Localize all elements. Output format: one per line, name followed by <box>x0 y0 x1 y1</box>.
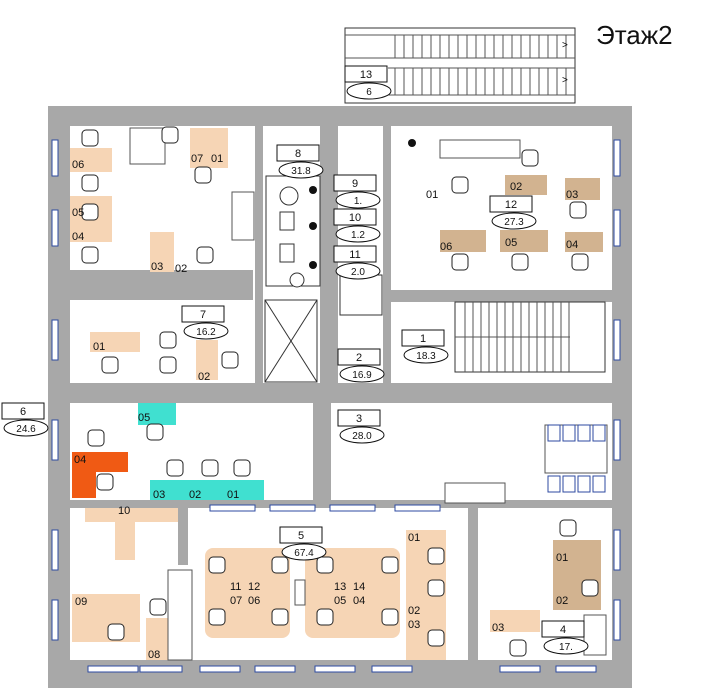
workplace-label: 04 <box>353 595 365 607</box>
workplace-label: 05 <box>138 412 150 424</box>
window-strips <box>51 139 621 673</box>
room-number: 10 <box>349 212 361 224</box>
workplace-label: 01 <box>211 153 223 165</box>
room-number: 3 <box>356 413 362 425</box>
workplace-label: 14 <box>353 581 365 593</box>
room-label-3: 328.0 <box>337 409 385 444</box>
room-area: 6 <box>366 87 372 98</box>
workplace-label: 03 <box>492 622 504 634</box>
room-label-9: 9 1. <box>333 174 381 209</box>
workplace-label: 11 <box>230 581 241 593</box>
room-label-4: 4 17. <box>541 620 589 655</box>
room-label-10: 101.2 <box>333 208 381 243</box>
room-label-13: 13 6 <box>344 65 392 100</box>
room-number: 2 <box>356 352 362 364</box>
floor-title: Этаж2 <box>596 20 673 50</box>
room-label-11: 112.0 <box>333 245 381 280</box>
workplace-label: 02 <box>189 489 201 501</box>
workplace-label: 03 <box>566 189 578 201</box>
room-label-8: 831.8 <box>276 144 324 179</box>
workplace-label: 02 <box>556 595 568 607</box>
svg-text:>: > <box>562 75 568 86</box>
room-number: 13 <box>360 69 372 81</box>
room-area: 24.6 <box>16 424 36 435</box>
workplace-label: 06 <box>248 595 260 607</box>
workplace-label: 08 <box>148 649 160 661</box>
workplace-label: 06 <box>72 159 84 171</box>
room-label-5: 567.4 <box>279 526 327 561</box>
room-number: 8 <box>295 148 301 160</box>
core <box>264 139 416 383</box>
room-area: 27.3 <box>504 217 524 228</box>
room-number: 4 <box>560 624 566 636</box>
room-area: 31.8 <box>291 166 311 177</box>
workplace-label: 02 <box>198 371 210 383</box>
workplace-label: 05 <box>72 207 84 219</box>
room-area: 16.2 <box>196 327 216 338</box>
room-area: 28.0 <box>352 431 372 442</box>
workplace-label: 03 <box>408 619 420 631</box>
workplace-label: 05 <box>334 595 346 607</box>
room-number: 9 <box>352 178 358 190</box>
room-area: 67.4 <box>294 548 314 559</box>
room-number: 11 <box>349 249 360 261</box>
workplace-label: 03 <box>153 489 165 501</box>
workplace-label: 01 <box>426 189 438 201</box>
workplace-label: 13 <box>334 581 346 593</box>
workplace-label: 12 <box>248 581 260 593</box>
workplace-label: 05 <box>505 237 517 249</box>
room-area: 2.0 <box>351 267 365 278</box>
workplace-label: 01 <box>227 489 239 501</box>
room-labels: 136831.891.101.2112.01227.3716.2118.3216… <box>1 65 589 655</box>
room-area: 17. <box>559 642 573 653</box>
room-area: 1.2 <box>351 230 365 241</box>
room-label-12: 12 27.3 <box>489 195 537 230</box>
workplace-label: 02 <box>175 263 187 275</box>
workplace-label: 06 <box>440 241 452 253</box>
workplace-label: 04 <box>74 454 86 466</box>
room-label-1: 118.3 <box>401 329 449 364</box>
room-label-7: 716.2 <box>181 305 229 340</box>
workplace-label: 09 <box>75 596 87 608</box>
room-number: 12 <box>505 199 517 211</box>
workplace-label: 01 <box>93 341 105 353</box>
workplace-label: 01 <box>408 532 420 544</box>
workplace-label: 10 <box>118 505 130 517</box>
room-number: 1 <box>420 333 426 345</box>
workplace-label: 02 <box>510 181 522 193</box>
workplace-label: 04 <box>72 231 84 243</box>
room-number: 5 <box>298 530 304 542</box>
right-stairs <box>454 301 606 373</box>
svg-text:>: > <box>562 40 568 51</box>
room-number: 7 <box>200 309 206 321</box>
workplace-labels: 06 05 04 07 01 03 02 01 02 03 06 05 04 01 02 05 04 03 02 01… <box>72 153 578 661</box>
workplace-label: 07 <box>230 595 242 607</box>
workplace-label: 03 <box>151 261 163 273</box>
room-number: 6 <box>20 406 26 418</box>
room-area: 16.9 <box>352 370 372 381</box>
room-label-6: 624.6 <box>1 402 49 437</box>
workplace-label: 02 <box>408 605 420 617</box>
workplace-label: 04 <box>566 239 578 251</box>
workplace-label: 01 <box>556 552 568 564</box>
room-area: 18.3 <box>416 351 436 362</box>
room-label-2: 216.9 <box>337 348 385 383</box>
room-area: 1. <box>354 196 362 207</box>
workplace-label: 07 <box>191 153 203 165</box>
chairs <box>81 126 606 657</box>
